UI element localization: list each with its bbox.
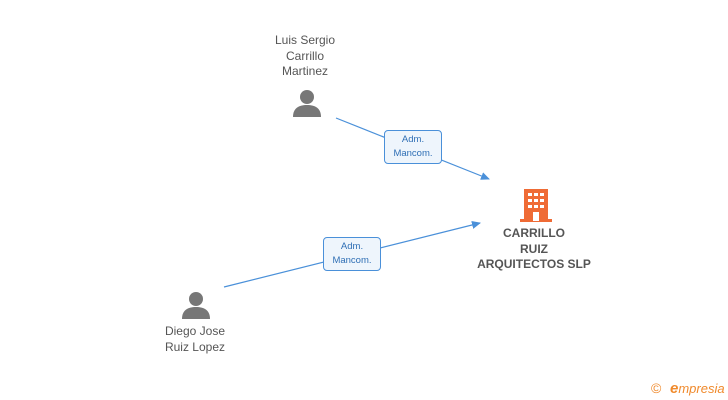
company-name-line-3: ARQUITECTOS SLP (477, 257, 591, 271)
empresia-logo[interactable]: empresia (670, 381, 725, 397)
person1-name-line-2: Carrillo (285, 48, 324, 63)
edge-label-person2-company: Adm. Mancom. (323, 237, 381, 271)
company-name-line-1: CARRILLO (503, 226, 565, 240)
person-icon[interactable] (292, 88, 322, 118)
person-icon[interactable] (181, 290, 211, 320)
edge-label-line-2: Mancom. (332, 255, 372, 266)
building-icon[interactable] (520, 188, 552, 222)
edge-label-line-1: Adm. (340, 241, 364, 252)
company-name-line-2: RUIZ (520, 241, 548, 256)
edge-label-line-1: Adm. (401, 134, 425, 145)
company-name-carrillo-ruiz-arquitectos-slp[interactable]: CARRILLO RUIZ ARQUITECTOS SLP (454, 226, 614, 273)
person-name-diego-jose-ruiz-lopez[interactable]: Diego Jose Ruiz Lopez (135, 324, 255, 355)
person2-name-line-2: Ruiz Lopez (164, 339, 226, 354)
edge-label-person1-company: Adm. Mancom. (384, 130, 442, 164)
edge-label-line-2: Mancom. (393, 148, 433, 159)
person1-name-line-3: Martinez (281, 64, 328, 78)
person1-name-line-1: Luis Sergio (274, 33, 336, 47)
person2-name-line-1: Diego Jose (164, 324, 226, 338)
person-name-luis-sergio-carrillo-martinez[interactable]: Luis Sergio Carrillo Martinez (245, 33, 365, 80)
copyright-icon: © (651, 380, 662, 396)
brand-initial: e (670, 380, 679, 397)
brand-rest: mpresia (678, 381, 725, 396)
